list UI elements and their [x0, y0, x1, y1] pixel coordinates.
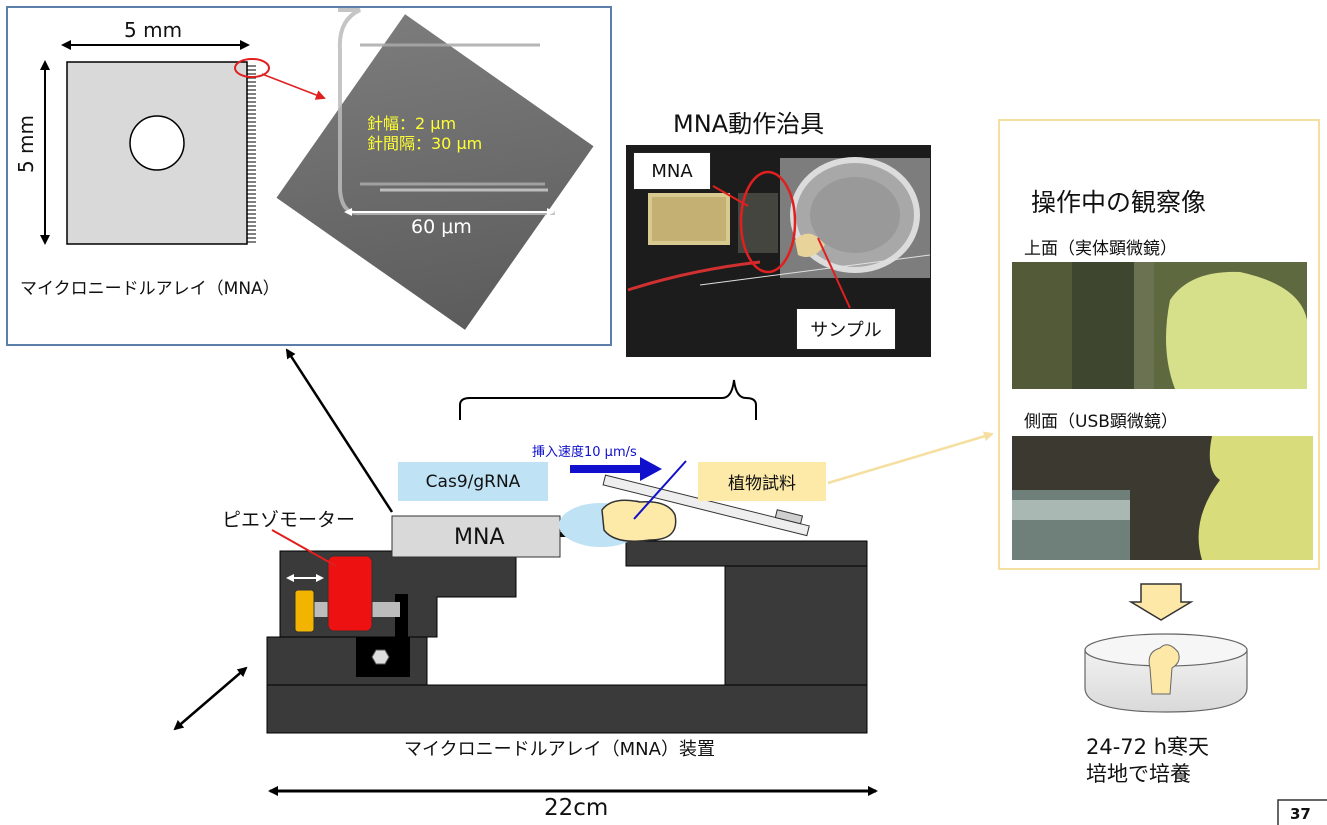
petri-dish	[1084, 633, 1248, 713]
mna-block-label: MNA	[454, 525, 505, 550]
jig-mna-label: MNA	[633, 152, 711, 190]
down-arrow	[1128, 583, 1194, 621]
piezo-motor	[327, 555, 373, 632]
plant-sample	[601, 499, 677, 542]
jig-mna-pointer	[712, 185, 749, 207]
plant-label: 植物試料	[698, 462, 826, 501]
speed-arrow	[570, 457, 662, 481]
jig-brace	[459, 379, 757, 420]
yellow-cap	[294, 589, 315, 633]
needle-width-text: 針幅：2 μm	[367, 114, 457, 133]
top-view-image	[1012, 262, 1307, 389]
piezo-pointer	[271, 529, 337, 567]
observation-title: 操作中の観察像	[1031, 188, 1207, 217]
mna-chip-needles	[247, 65, 256, 243]
chip-caption: マイクロニードルアレイ（MNA）	[20, 279, 280, 299]
culture-text-line2: 培地で培養	[1086, 762, 1191, 786]
sem-image	[276, 14, 594, 330]
cas9-label: Cas9/gRNA	[398, 462, 548, 501]
plant-to-observation-line	[827, 431, 994, 485]
device-caption: マイクロニードルアレイ（MNA）装置	[404, 739, 715, 760]
piezo-label: ピエゾモーター	[222, 509, 356, 531]
insert-speed-text: 挿入速度10 μm/s	[532, 445, 637, 460]
jig-sample-label: サンプル	[796, 308, 896, 350]
top-view-label: 上面（実体顕微鏡）	[1024, 239, 1177, 259]
depth-arrow	[173, 666, 248, 731]
zoom-arrow	[261, 73, 326, 100]
side-view-image	[1012, 436, 1313, 560]
page-number: 37	[1290, 805, 1311, 823]
needle-highlight-ellipse	[234, 58, 270, 78]
side-view-label: 側面（USB顕微鏡）	[1024, 412, 1178, 432]
device-to-mna-arrow	[285, 348, 394, 513]
length-label: 22cm	[544, 795, 609, 821]
culture-text-line1: 24-72 h寒天	[1086, 735, 1210, 759]
mna-chip-hole	[129, 115, 185, 171]
chip-height-label: 5 mm	[14, 114, 39, 174]
needle-spacing-text: 針間隔：30 μm	[367, 134, 483, 153]
jig-mna-highlight	[739, 170, 797, 274]
needle-length-text: 60 μm	[411, 216, 472, 238]
insertion-line	[633, 460, 687, 520]
jig-sample-pointer	[817, 237, 851, 309]
page-number-frame	[1277, 799, 1327, 825]
jig-title: MNA動作治具	[673, 110, 825, 138]
chip-width-label: 5 mm	[124, 18, 183, 42]
mna-device	[266, 515, 868, 734]
mna-block	[391, 515, 561, 558]
